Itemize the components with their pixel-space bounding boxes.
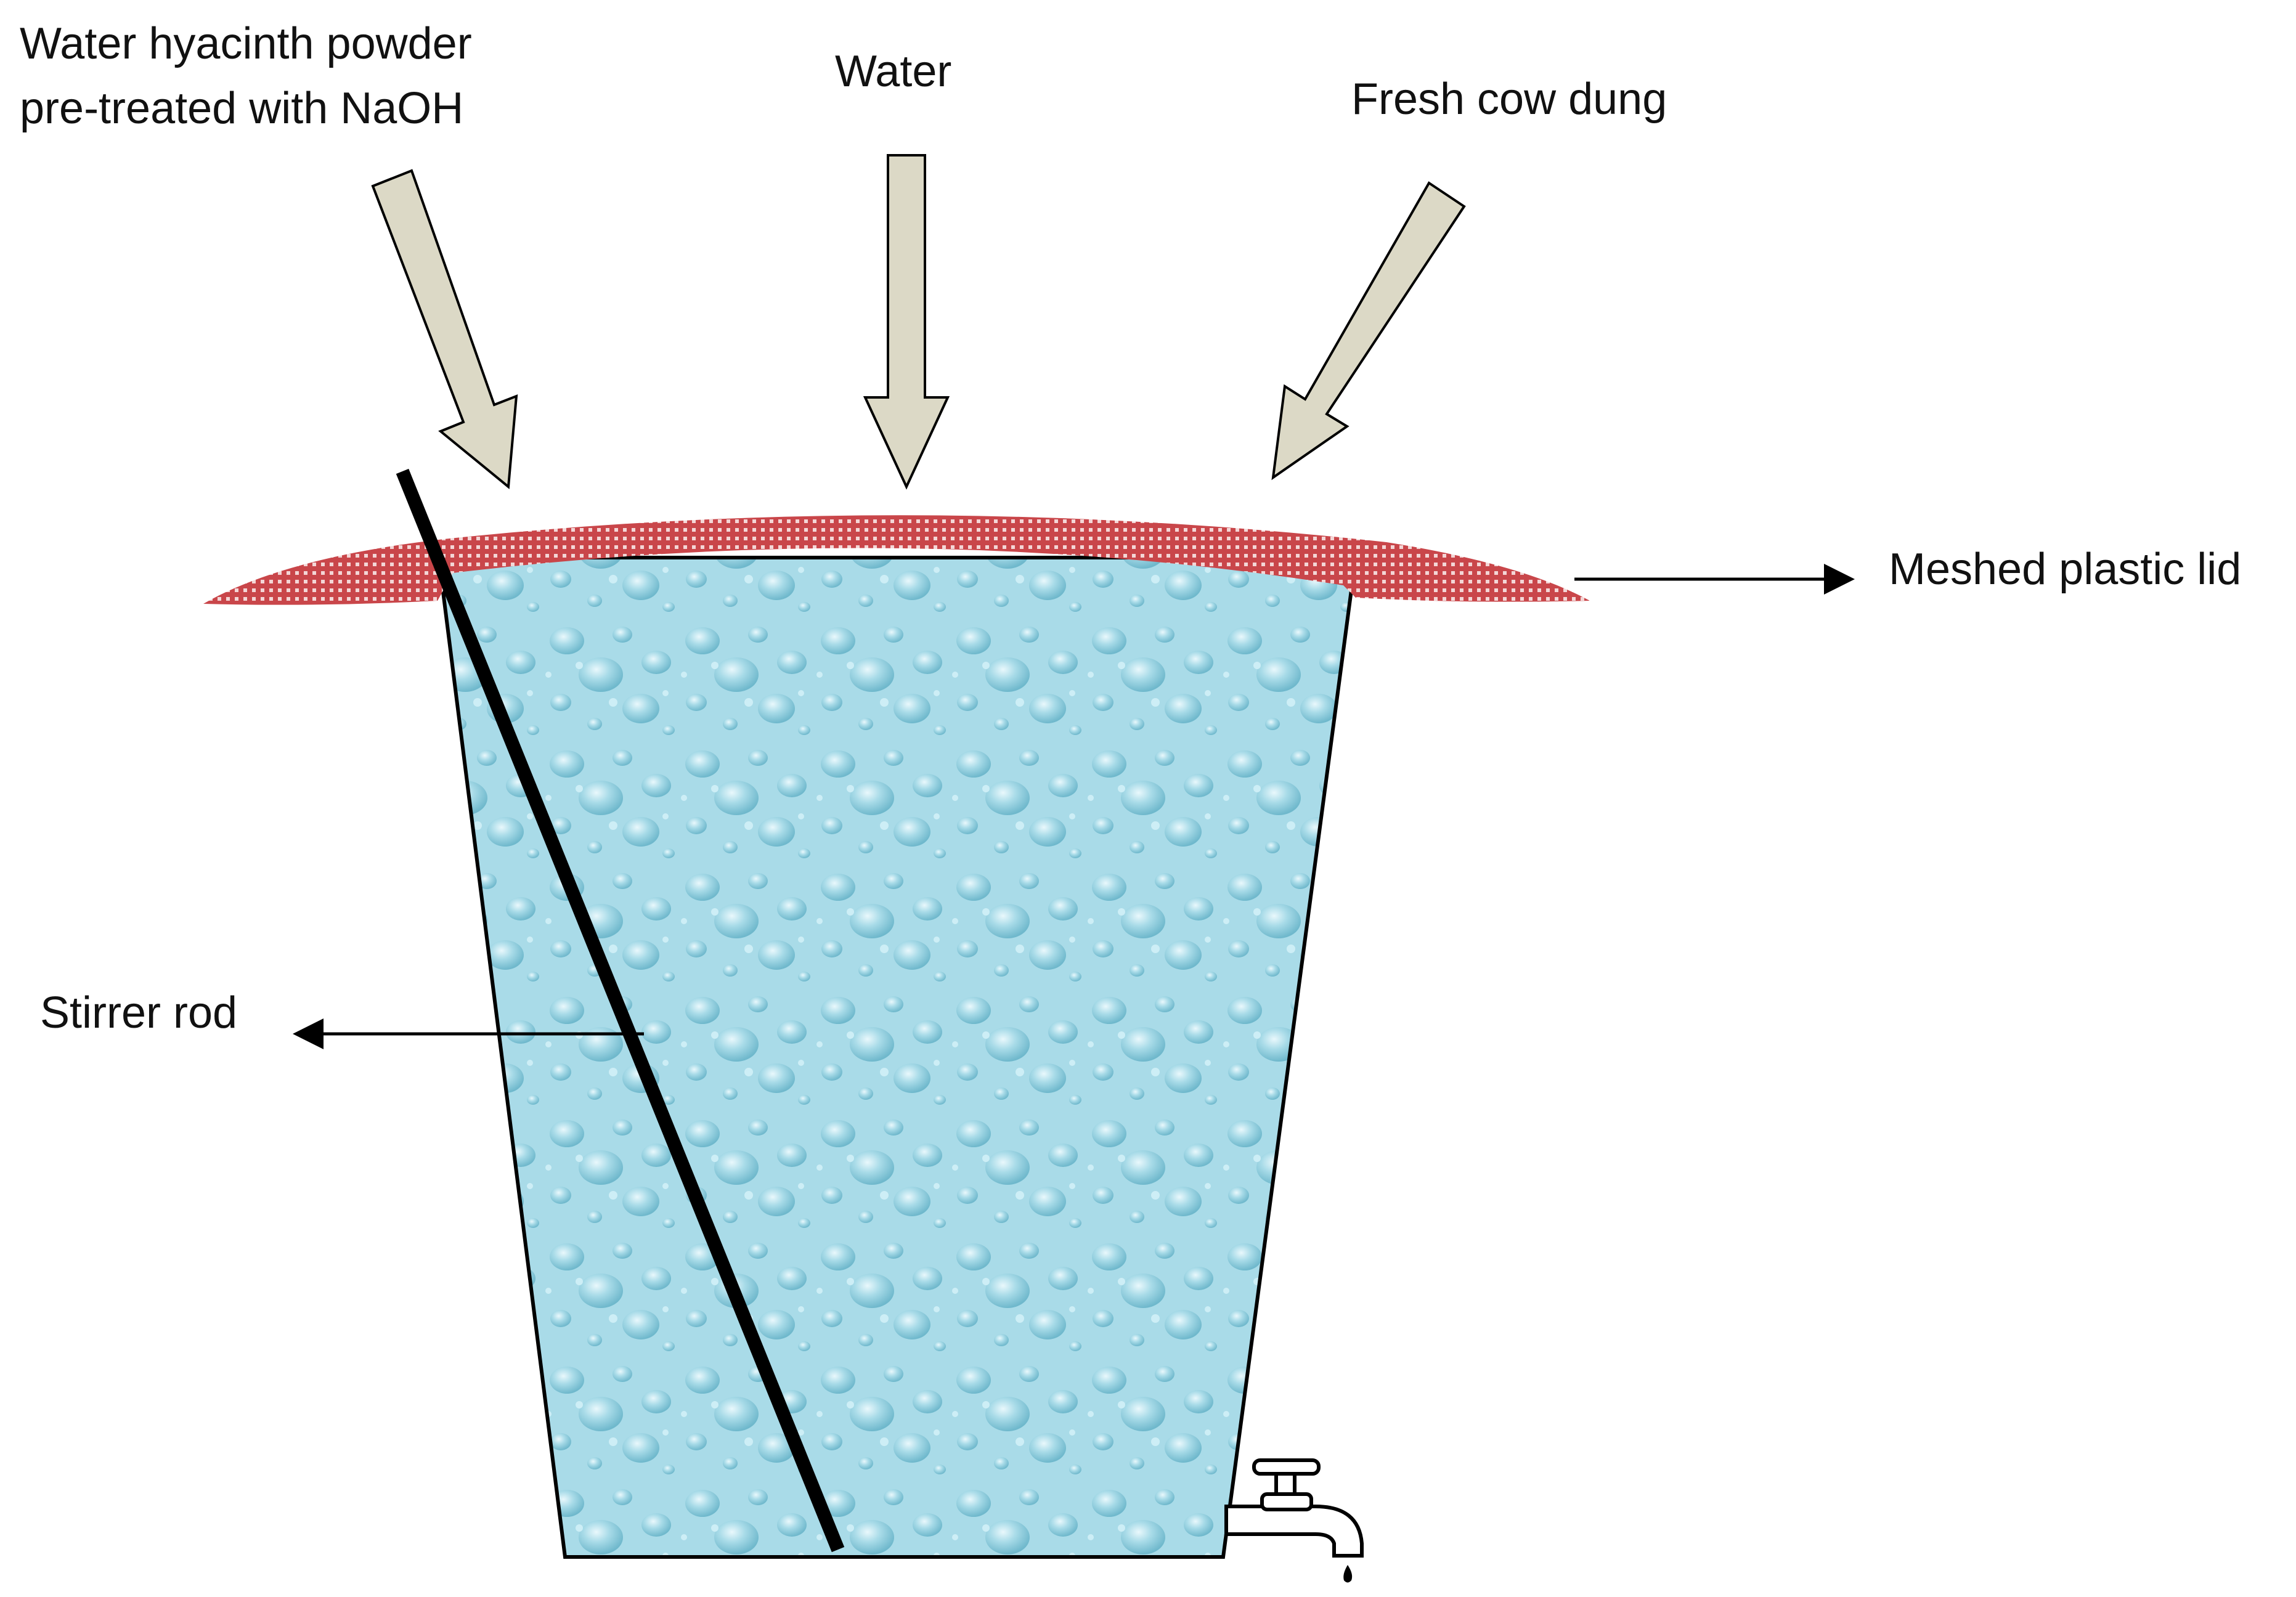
- lid-label: Meshed plastic lid: [1889, 545, 2241, 594]
- meshed-lid: [203, 515, 1590, 605]
- water-drip-icon: [1343, 1565, 1353, 1583]
- cow-dung-input-arrow: [1271, 181, 1466, 481]
- cow-dung-label: Fresh cow dung: [1351, 75, 1667, 124]
- tap-icon: [1224, 1458, 1364, 1558]
- water-label: Water: [835, 47, 951, 96]
- powder-input-arrow: [371, 169, 518, 489]
- powder-label-line1: Water hyacinth powder: [20, 19, 472, 68]
- container-water: [436, 556, 1358, 1559]
- stirrer-rod: [396, 468, 845, 1553]
- stirrer-label: Stirrer rod: [40, 988, 237, 1038]
- water-input-arrow: [863, 154, 950, 490]
- powder-label-line2: pre-treated with NaOH: [20, 84, 463, 133]
